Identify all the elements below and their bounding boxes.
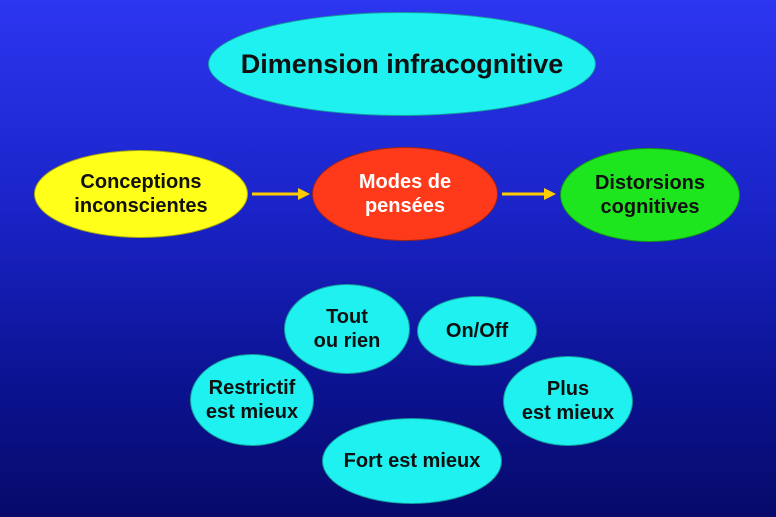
distorsions-text: Distorsions cognitives <box>594 172 706 218</box>
conceptions-oval: Conceptions inconscientes <box>34 150 248 238</box>
mode-fort: Fort est mieux <box>322 418 502 504</box>
modes-oval: Modes de pensées <box>312 147 498 241</box>
mode-tout-ou-rien: Tout ou rien <box>284 284 410 374</box>
mode-fort-text: Fort est mieux <box>343 450 481 472</box>
mode-on-off: On/Off <box>417 296 537 366</box>
modes-text: Modes de pensées <box>358 171 452 217</box>
title-text: Dimension infracognitive <box>240 48 564 79</box>
distorsions-oval: Distorsions cognitives <box>560 148 740 242</box>
mode-restrictif-text: Restrictif est mieux <box>205 377 299 423</box>
mode-plus-text: Plus est mieux <box>521 378 615 424</box>
arrow-conceptions-to-modes <box>252 188 310 200</box>
conceptions-text: Conceptions inconscientes <box>74 171 208 217</box>
arrow-modes-to-distorsions <box>502 188 556 200</box>
title-oval: Dimension infracognitive <box>208 12 596 116</box>
mode-plus: Plus est mieux <box>503 356 633 446</box>
mode-tout-ou-rien-text: Tout ou rien <box>313 306 381 352</box>
mode-on-off-text: On/Off <box>445 320 509 342</box>
mode-restrictif: Restrictif est mieux <box>190 354 314 446</box>
